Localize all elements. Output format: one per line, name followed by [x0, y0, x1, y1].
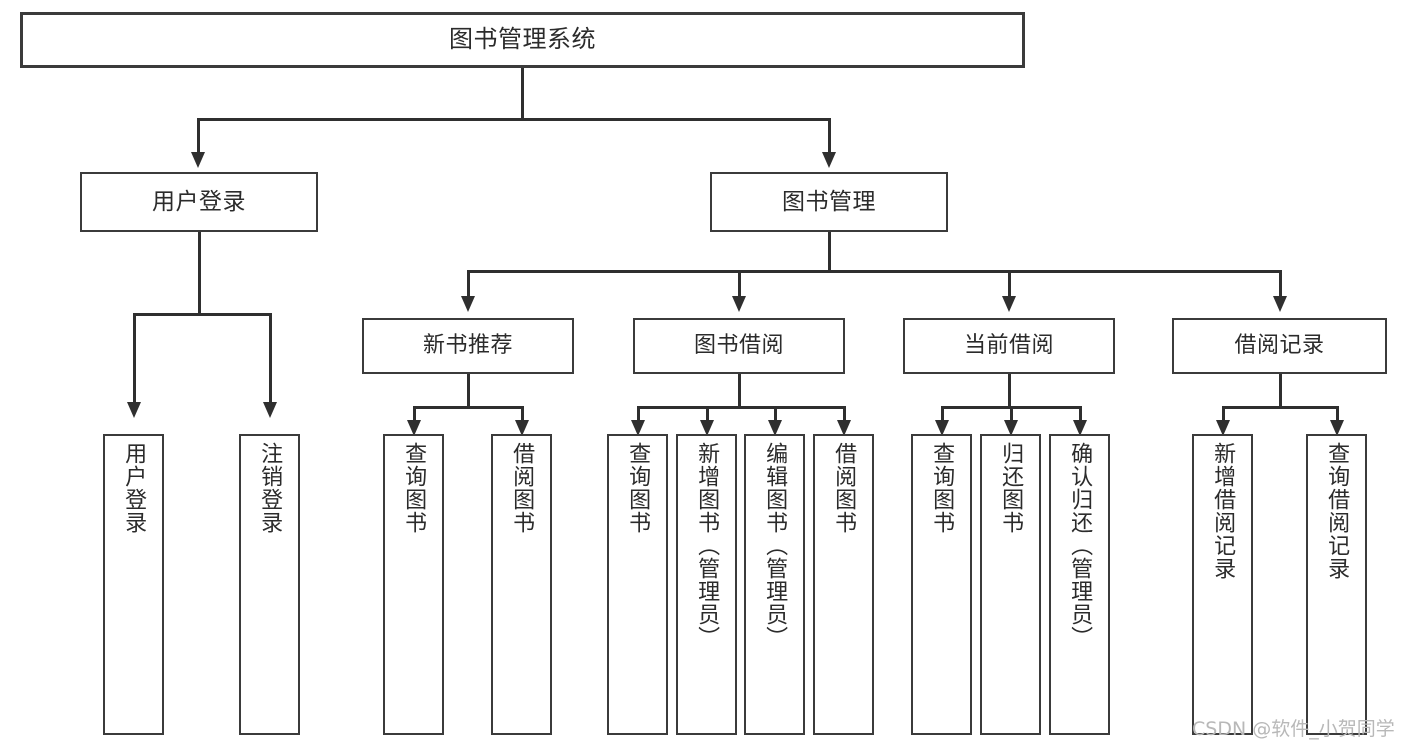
leaf-label: 编辑图书（管理员） — [762, 442, 788, 649]
connector-cb-drop-3 — [1079, 406, 1082, 426]
leaf-bb-borrow-book[interactable]: 借阅图书 — [813, 434, 874, 735]
leaf-nb-query-book[interactable]: 查询图书 — [383, 434, 444, 735]
leaf-label: 查询图书 — [929, 442, 955, 534]
leaf-bb-edit-book[interactable]: 编辑图书（管理员） — [744, 434, 805, 735]
arrowhead-book-manage — [822, 152, 836, 168]
connector-book-borrow-stem — [738, 374, 741, 408]
connector-root-to-book-manage — [828, 118, 831, 156]
connector-book-borrow-bus — [637, 406, 846, 409]
connector-to-new-book — [467, 270, 470, 300]
arrowhead-bb-query-book — [631, 420, 645, 436]
connector-to-borrow-record — [1279, 270, 1282, 300]
leaf-label: 归还图书 — [998, 442, 1024, 534]
arrowhead-cb-return-book — [1004, 420, 1018, 436]
node-label: 新书推荐 — [422, 333, 513, 359]
connector-user-login-drop-1 — [133, 313, 136, 406]
arrowhead-user-login — [191, 152, 205, 168]
leaf-label: 用户登录 — [121, 442, 147, 534]
leaf-label: 新增借阅记录 — [1210, 442, 1236, 580]
leaf-label: 借阅图书 — [509, 442, 535, 534]
connector-new-book-drop-2 — [521, 406, 524, 426]
node-book-management[interactable]: 图书管理 — [710, 172, 948, 232]
connector-bb-drop-2 — [706, 406, 709, 426]
arrowhead-cb-confirm-return — [1073, 420, 1087, 436]
arrowhead-nb-query-book — [407, 420, 421, 436]
leaf-label: 查询图书 — [625, 442, 651, 534]
connector-to-current-borrow — [1008, 270, 1011, 300]
connector-cb-drop-1 — [941, 406, 944, 426]
leaf-label: 查询借阅记录 — [1324, 442, 1350, 580]
leaf-cb-confirm-return[interactable]: 确认归还（管理员） — [1049, 434, 1110, 735]
node-current-borrow[interactable]: 当前借阅 — [903, 318, 1115, 374]
connector-new-book-stem — [467, 374, 470, 408]
connector-br-drop-2 — [1336, 406, 1339, 426]
connector-root-to-user-login — [197, 118, 200, 156]
arrowhead-new-book-recommend — [461, 296, 475, 312]
leaf-user-login[interactable]: 用户登录 — [103, 434, 164, 735]
arrowhead-bb-borrow-book — [837, 420, 851, 436]
connector-borrow-record-bus — [1222, 406, 1338, 409]
connector-cb-drop-2 — [1010, 406, 1013, 426]
arrowhead-nb-borrow-book — [515, 420, 529, 436]
node-label: 图书借阅 — [693, 333, 784, 359]
arrowhead-bb-add-book — [700, 420, 714, 436]
leaf-bb-query-book[interactable]: 查询图书 — [607, 434, 668, 735]
connector-bb-drop-3 — [774, 406, 777, 426]
connector-user-login-drop-2 — [269, 313, 272, 406]
connector-book-manage-stem — [828, 232, 831, 272]
arrowhead-leaf-user-login — [127, 402, 141, 418]
connector-level3-bus — [467, 270, 1279, 273]
node-label: 借阅记录 — [1234, 333, 1325, 359]
arrowhead-br-query-record — [1330, 420, 1344, 436]
node-label: 图书管理 — [782, 188, 876, 215]
arrowhead-bb-edit-book — [768, 420, 782, 436]
leaf-label: 查询图书 — [401, 442, 427, 534]
arrowhead-current-borrow — [1002, 296, 1016, 312]
node-root-system[interactable]: 图书管理系统 — [20, 12, 1025, 68]
connector-new-book-drop-1 — [413, 406, 416, 426]
watermark-text: CSDN @软件_小贺同学 — [1192, 718, 1395, 740]
node-label: 用户登录 — [152, 188, 246, 215]
connector-root-bus — [197, 118, 831, 121]
leaf-logout[interactable]: 注销登录 — [239, 434, 300, 735]
node-book-borrow[interactable]: 图书借阅 — [633, 318, 845, 374]
node-new-book-recommend[interactable]: 新书推荐 — [362, 318, 574, 374]
connector-borrow-record-stem — [1279, 374, 1282, 408]
leaf-bb-add-book[interactable]: 新增图书（管理员） — [676, 434, 737, 735]
arrowhead-br-add-record — [1216, 420, 1230, 436]
arrowhead-borrow-record — [1273, 296, 1287, 312]
arrowhead-leaf-logout — [263, 402, 277, 418]
node-user-login[interactable]: 用户登录 — [80, 172, 318, 232]
connector-to-book-borrow — [738, 270, 741, 300]
leaf-br-add-record[interactable]: 新增借阅记录 — [1192, 434, 1253, 735]
connector-user-login-bus — [133, 313, 270, 316]
node-label: 当前借阅 — [963, 333, 1054, 359]
connector-bb-drop-1 — [637, 406, 640, 426]
connector-bb-drop-4 — [843, 406, 846, 426]
leaf-label: 注销登录 — [257, 442, 283, 534]
connector-user-login-stem — [198, 232, 201, 315]
leaf-br-query-record[interactable]: 查询借阅记录 — [1306, 434, 1367, 735]
arrowhead-book-borrow — [732, 296, 746, 312]
leaf-nb-borrow-book[interactable]: 借阅图书 — [491, 434, 552, 735]
leaf-cb-query-book[interactable]: 查询图书 — [911, 434, 972, 735]
connector-br-drop-1 — [1222, 406, 1225, 426]
leaf-label: 新增图书（管理员） — [694, 442, 720, 649]
leaf-cb-return-book[interactable]: 归还图书 — [980, 434, 1041, 735]
node-label: 图书管理系统 — [449, 25, 596, 54]
connector-root-stem — [521, 68, 524, 120]
leaf-label: 借阅图书 — [831, 442, 857, 534]
connector-new-book-bus — [413, 406, 523, 409]
node-borrow-record[interactable]: 借阅记录 — [1172, 318, 1387, 374]
leaf-label: 确认归还（管理员） — [1067, 442, 1093, 649]
connector-current-borrow-stem — [1008, 374, 1011, 408]
arrowhead-cb-query-book — [935, 420, 949, 436]
